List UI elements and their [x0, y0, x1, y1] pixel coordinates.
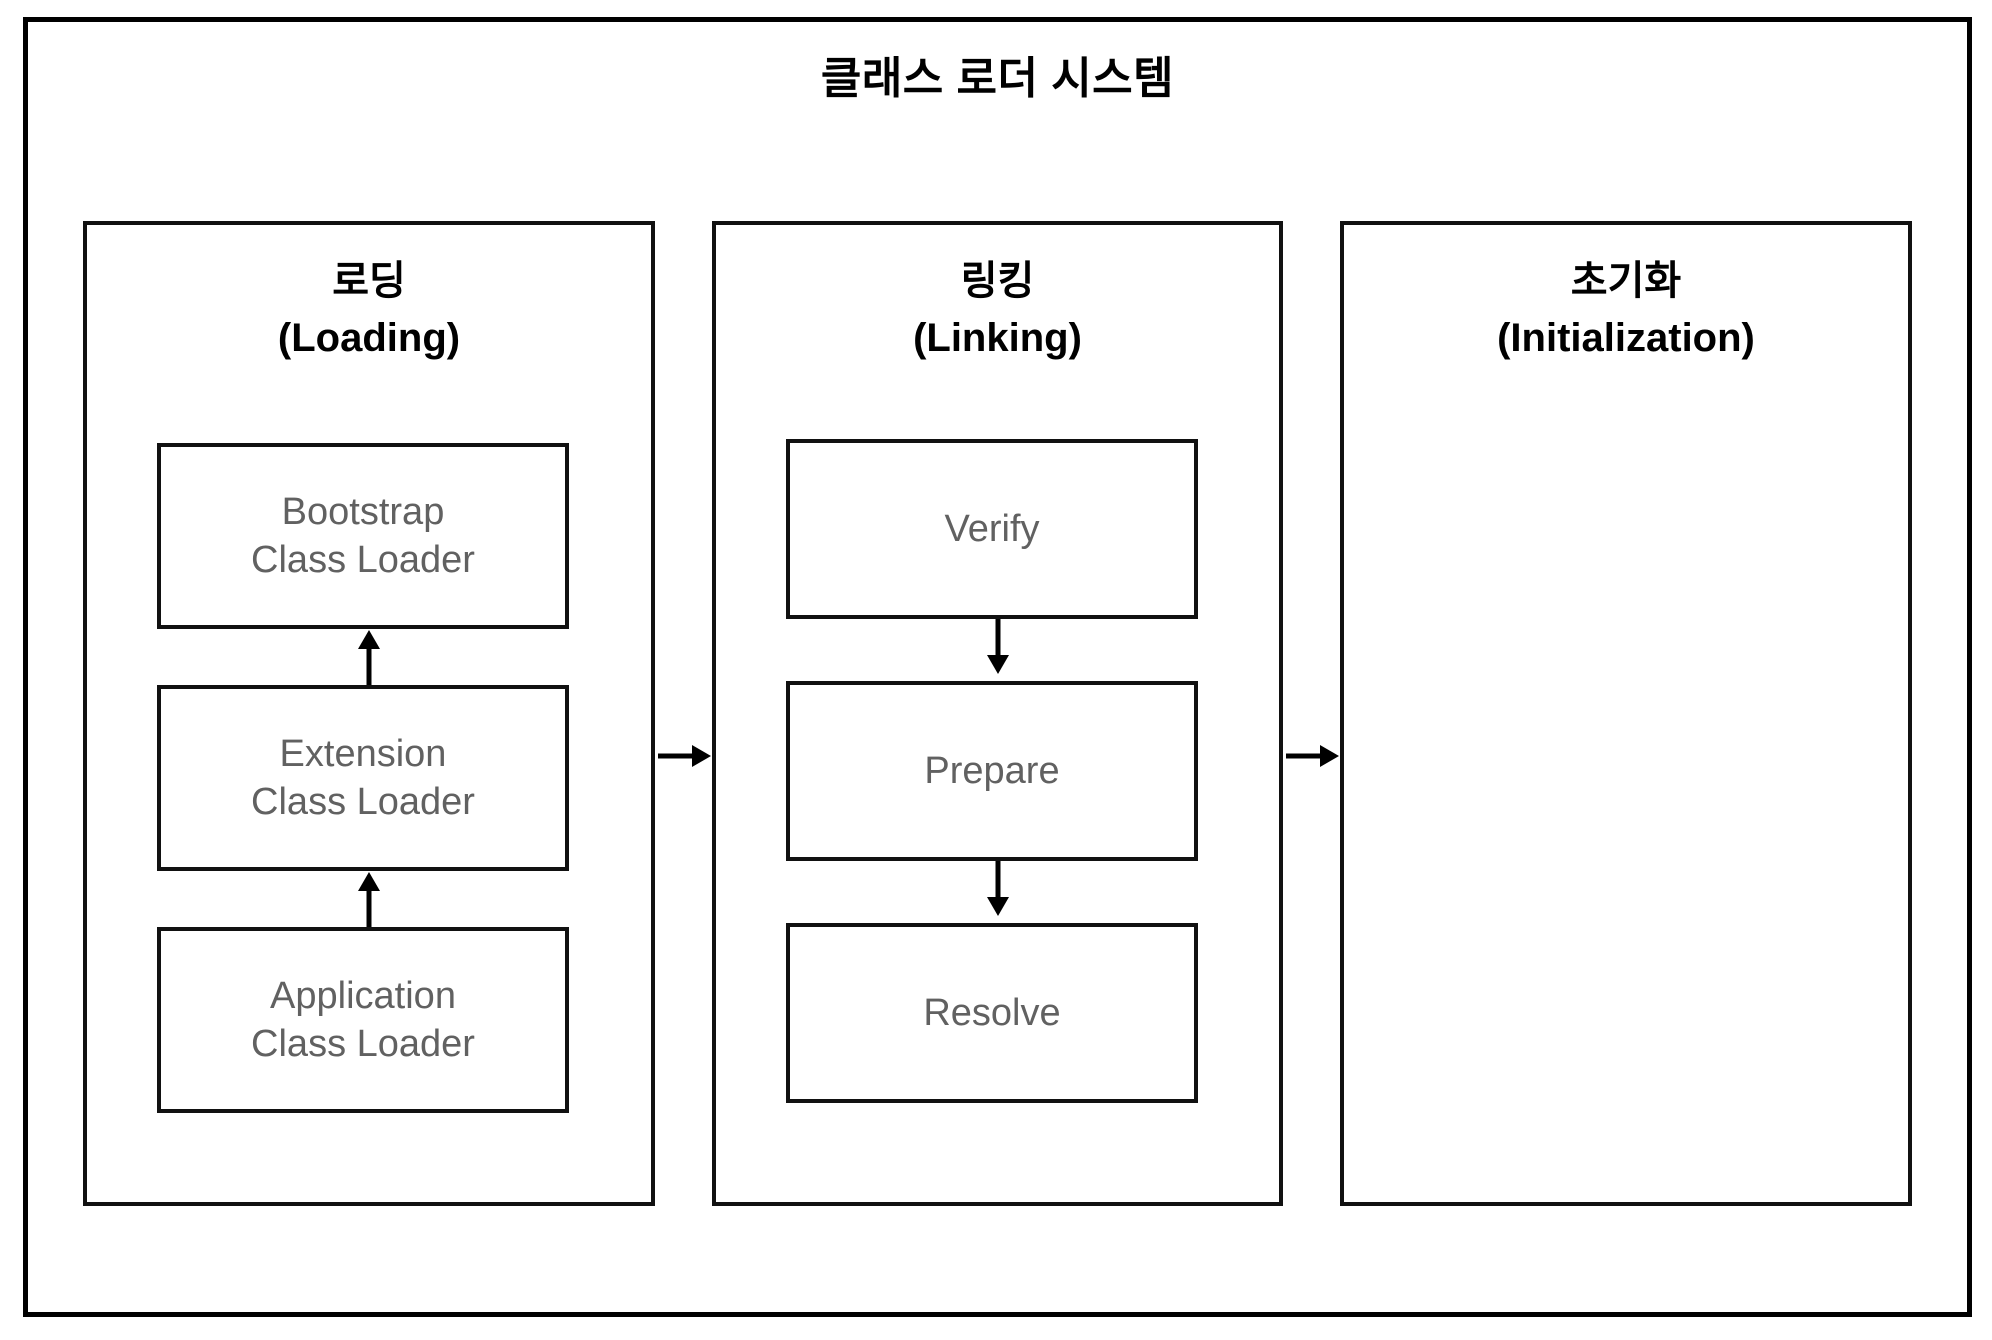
box-verify: Verify [786, 439, 1198, 619]
stage-loading-title-ko: 로딩 [332, 259, 406, 303]
stage-linking-title-ko: 링킹 [960, 259, 1035, 303]
stage-initialization-title: 초기화 (Initialization) [1344, 253, 1908, 367]
arrow-prepare-to-resolve-icon [983, 861, 1013, 917]
stage-linking-title-en: (Linking) [913, 315, 1082, 360]
stage-loading: 로딩 (Loading) Bootstrap Class Loader Exte… [83, 221, 655, 1206]
stage-linking-title: 링킹 (Linking) [716, 253, 1279, 367]
stage-linking: 링킹 (Linking) Verify Prepare Resolve [712, 221, 1283, 1206]
box-extension-class-loader-label: Extension Class Loader [251, 732, 475, 823]
arrow-extension-to-bootstrap-icon [354, 629, 384, 685]
stage-loading-title: 로딩 (Loading) [87, 253, 651, 367]
stage-initialization: 초기화 (Initialization) [1340, 221, 1912, 1206]
arrow-linking-to-initialization-icon [1284, 734, 1342, 778]
diagram-title: 클래스 로더 시스템 [820, 54, 1175, 103]
stage-initialization-title-en: (Initialization) [1497, 315, 1755, 360]
box-application-class-loader-label: Application Class Loader [251, 974, 475, 1065]
box-prepare-label: Prepare [924, 749, 1060, 792]
box-resolve: Resolve [786, 923, 1198, 1103]
arrow-loading-to-linking-icon [656, 734, 714, 778]
stage-loading-title-en: (Loading) [277, 315, 461, 360]
arrow-verify-to-prepare-icon [983, 619, 1013, 675]
box-bootstrap-class-loader-label: Bootstrap Class Loader [251, 490, 475, 581]
arrow-application-to-extension-icon [354, 871, 384, 927]
box-verify-label: Verify [944, 507, 1040, 550]
stage-initialization-title-ko: 초기화 [1570, 259, 1682, 303]
box-bootstrap-class-loader: Bootstrap Class Loader [157, 443, 569, 629]
box-application-class-loader: Application Class Loader [157, 927, 569, 1113]
box-extension-class-loader: Extension Class Loader [157, 685, 569, 871]
box-prepare: Prepare [786, 681, 1198, 861]
box-resolve-label: Resolve [923, 991, 1061, 1034]
